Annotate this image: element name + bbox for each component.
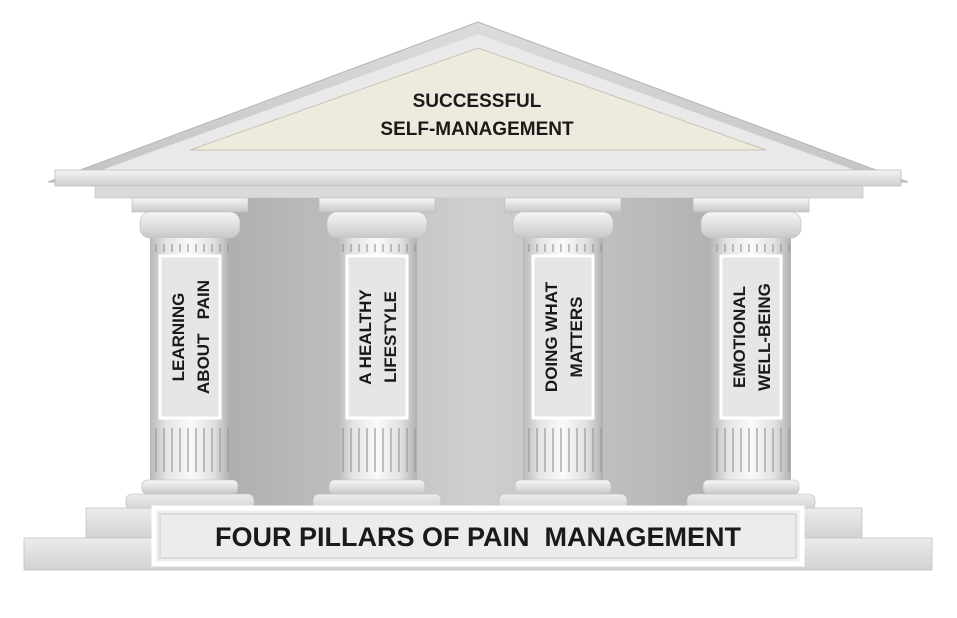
pillar-1-label-line1: LEARNING xyxy=(169,293,188,382)
pillar-4: EMOTIONAL WELL-BEING xyxy=(686,197,816,511)
pillar-4-label-panel xyxy=(719,254,783,420)
pillar-2-label-line2: LIFESTYLE xyxy=(381,291,400,383)
pillar-4-label-line2: WELL-BEING xyxy=(755,283,774,391)
entablature xyxy=(54,169,902,187)
pillar-4-label-line1: EMOTIONAL xyxy=(730,286,749,388)
pillar-1-label-line2: ABOUT PAIN xyxy=(194,280,213,394)
roof: SUCCESSFUL SELF-MANAGEMENT xyxy=(47,21,909,199)
pillar-3-label-panel xyxy=(531,254,595,420)
pillar-3-label-line2: MATTERS xyxy=(567,297,586,378)
pillar-2-label-line1: A HEALTHY xyxy=(356,289,375,385)
roof-title-line2: SELF-MANAGEMENT xyxy=(380,119,574,140)
temple-base: FOUR PILLARS OF PAIN MANAGEMENT xyxy=(23,505,933,571)
pillar-3: DOING WHAT MATTERS xyxy=(498,197,628,511)
pillar-1: LEARNING ABOUT PAIN xyxy=(125,197,255,511)
pillar-2-label-panel xyxy=(345,254,409,420)
back-wall xyxy=(180,198,780,508)
pediment xyxy=(189,47,767,151)
roof-title-line1: SUCCESSFUL xyxy=(413,91,542,112)
column-fluting xyxy=(155,244,790,472)
pillar-1-label-panel xyxy=(158,254,222,420)
architrave xyxy=(94,185,864,199)
base-label: FOUR PILLARS OF PAIN MANAGEMENT xyxy=(215,522,741,552)
pillar-3-label-line1: DOING WHAT xyxy=(542,281,561,392)
